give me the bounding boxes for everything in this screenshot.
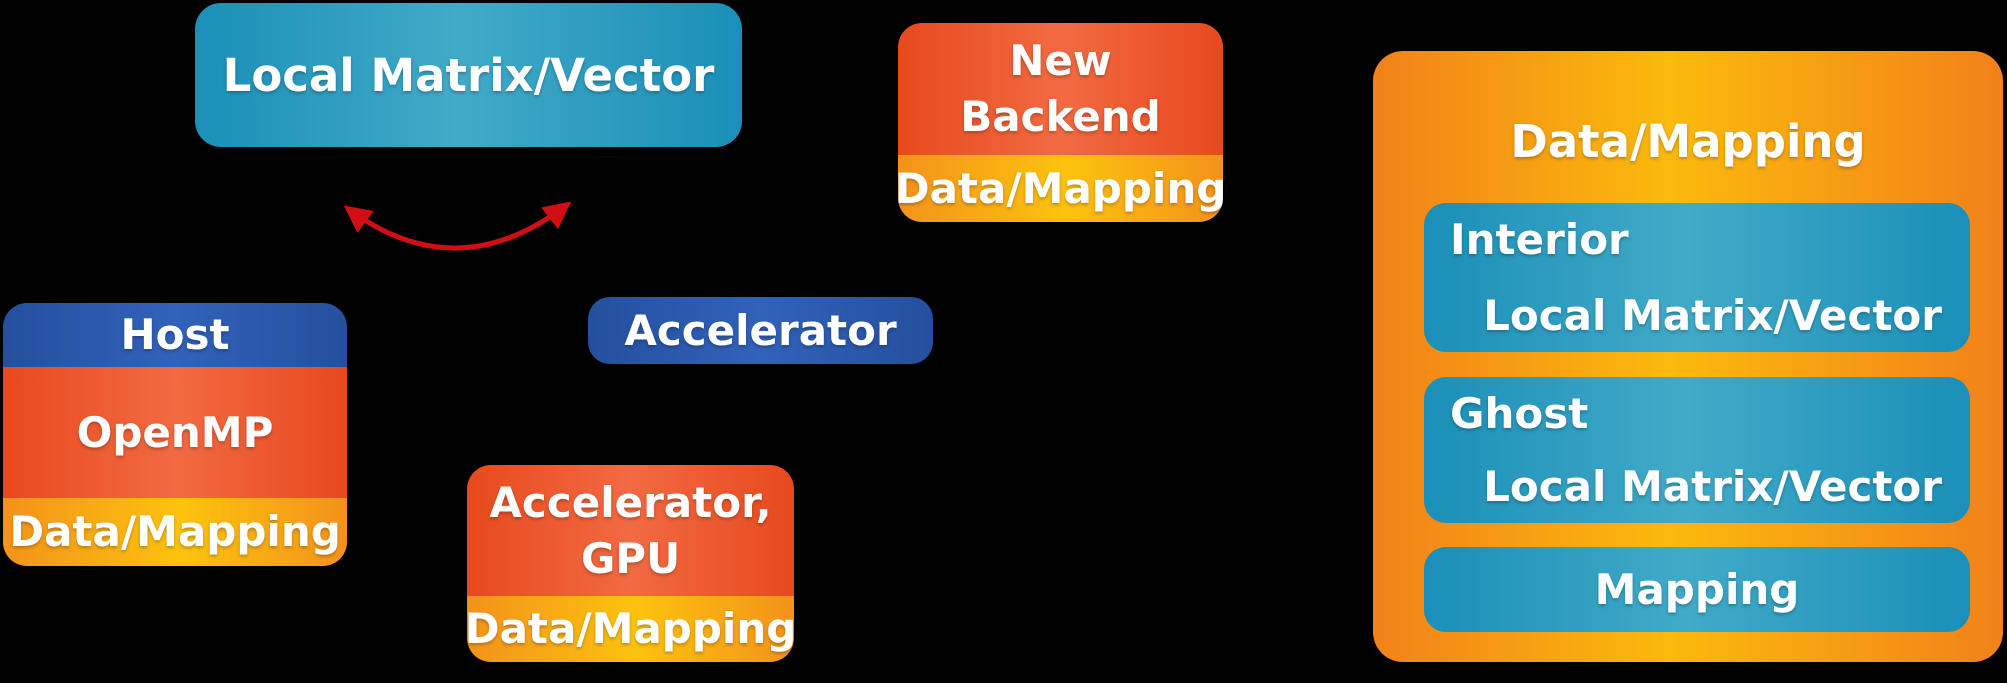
mapping-label: Mapping: [1594, 564, 1800, 614]
new-backend-data-mapping-section: Data/Mapping: [898, 155, 1223, 222]
new-backend-line2: Backend: [960, 92, 1161, 141]
host-header-section: Host: [3, 303, 347, 367]
node-interior: Interior Local Matrix/Vector: [1424, 203, 1970, 352]
new-backend-title-section: New Backend: [898, 23, 1223, 155]
node-mapping: Mapping: [1424, 547, 1970, 632]
interior-label: Interior: [1450, 215, 1629, 264]
accelerator-gpu-line1: Accelerator,: [489, 477, 772, 527]
node-host-stack: Host OpenMP Data/Mapping: [3, 303, 347, 566]
node-new-backend: New Backend Data/Mapping: [898, 23, 1223, 222]
new-backend-line1: New: [1009, 36, 1112, 85]
accelerator-gpu-data-mapping-section: Data/Mapping: [467, 596, 794, 662]
data-mapping-title: Data/Mapping: [1510, 115, 1866, 168]
accelerator-gpu-footer-label: Data/Mapping: [467, 604, 794, 653]
interior-local-matrix-vector-label: Local Matrix/Vector: [1483, 291, 1942, 340]
ghost-local-matrix-vector-label: Local Matrix/Vector: [1483, 462, 1942, 511]
new-backend-footer-label: Data/Mapping: [898, 163, 1223, 213]
node-accelerator-gpu: Accelerator, GPU Data/Mapping: [467, 465, 794, 662]
accelerator-gpu-title-section: Accelerator, GPU: [467, 465, 794, 596]
accelerator-label: Accelerator: [624, 306, 897, 355]
node-local-matrix-vector: Local Matrix/Vector: [195, 3, 742, 147]
host-label: Host: [120, 310, 230, 359]
openmp-section: OpenMP: [3, 367, 347, 498]
arrow-path: [343, 201, 572, 251]
local-matrix-vector-label: Local Matrix/Vector: [222, 48, 715, 102]
openmp-label: OpenMP: [76, 407, 274, 457]
node-accelerator: Accelerator: [588, 297, 933, 364]
ghost-label: Ghost: [1450, 389, 1589, 438]
host-data-mapping-section: Data/Mapping: [3, 498, 347, 566]
node-ghost: Ghost Local Matrix/Vector: [1424, 377, 1970, 523]
node-data-mapping-container: Data/Mapping Interior Local Matrix/Vecto…: [1373, 51, 2003, 662]
host-footer-label: Data/Mapping: [9, 507, 341, 556]
accelerator-gpu-line2: GPU: [580, 533, 681, 583]
bidirectional-curved-arrow: [343, 201, 572, 251]
